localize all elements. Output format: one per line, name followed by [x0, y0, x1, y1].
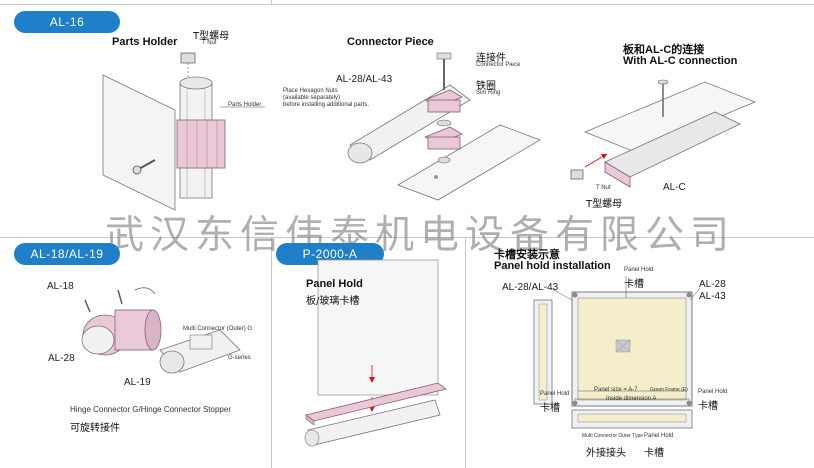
panel-hold-title-en: Panel Hold	[306, 278, 363, 290]
gseries-label: G-series	[228, 355, 251, 361]
section-badge-p2000: P-2000-A	[276, 243, 384, 265]
parts-holder-label: Parts Holder	[228, 102, 262, 108]
ph-right-zh: 卡槽	[698, 401, 718, 412]
install-model-left: AL-28/AL-43	[502, 282, 559, 293]
tnut-zh-label: T型螺母	[193, 31, 230, 42]
connector-piece-title: Connector Piece	[347, 36, 434, 48]
alc-title-en: With AL-C connection	[623, 55, 738, 67]
install-title-en: Panel hold installation	[494, 260, 611, 272]
connector-zh-label: 连接件	[476, 53, 506, 64]
panel-hold-title-zh: 板/玻璃卡槽	[306, 296, 360, 307]
al18-label: AL-18	[47, 281, 74, 292]
ph-bottom-zh: 卡槽	[644, 448, 664, 459]
divider-bottom-center	[465, 237, 466, 468]
alc-tnut-en: T Nut	[596, 185, 611, 191]
ph-top-zh: 卡槽	[624, 279, 644, 290]
install-model-right-1: AL-28	[699, 279, 726, 290]
alc-title-zh: 板和AL-C的连接	[623, 44, 705, 56]
green-frame-label: Green Frame (E)	[650, 387, 688, 393]
company-watermark: 武汉东信伟泰机电设备有限公司	[105, 213, 736, 258]
inside-dim-label: Inside dimension A	[606, 396, 657, 402]
connector-model-label: AL-28/AL-43	[336, 74, 393, 85]
multi-outer-label: Multi Connector Outer Type	[582, 433, 644, 439]
section-badge-al16: AL-16	[14, 11, 120, 33]
panel-size-label: Panel size = A-7	[594, 387, 638, 393]
al19-label: AL-19	[124, 377, 151, 388]
ph-top-en: Panel Hold	[624, 267, 654, 273]
alc-model-label: AL-C	[663, 182, 686, 193]
hinge-caption-zh: 可旋转接件	[70, 423, 120, 434]
ph-bottom-en: Panel Hold	[644, 433, 674, 439]
divider-top	[0, 4, 814, 5]
ph-right-en: Panel Hold	[698, 389, 728, 395]
ph-left-en: Panel Hold	[540, 391, 570, 397]
hexnut-note-3: before installing additional parts.	[283, 102, 370, 108]
multi-connector-label: Multi Connector (Outer) G	[183, 326, 253, 332]
al28-label: AL-28	[48, 353, 75, 364]
ph-left-zh: 卡槽	[540, 403, 560, 414]
ring-zh-label: 铁圈	[476, 81, 496, 92]
hexnut-note-2: (available separately)	[283, 95, 341, 101]
connector-en-label: Connector Piece	[476, 62, 521, 68]
ring-en-label: Sim Ring	[476, 90, 501, 96]
alc-tnut-zh: T型螺母	[586, 199, 623, 210]
tnut-en-label: T Nut	[202, 40, 217, 46]
hexnut-note-1: Place Hexagon Nuts	[283, 88, 338, 94]
divider-middle	[0, 237, 814, 238]
outer-zh-label: 外接接头	[586, 448, 626, 459]
hinge-caption-en: Hinge Connector G/Hinge Connector Stoppe…	[70, 405, 231, 414]
section-badge-al1819: AL-18/AL-19	[14, 243, 120, 265]
install-title-zh: 卡槽安装示意	[494, 249, 560, 261]
install-model-right-2: AL-43	[699, 291, 726, 302]
parts-holder-title: Parts Holder	[112, 36, 178, 48]
divider-top-center	[271, 0, 272, 4]
divider-bottom-left	[271, 237, 272, 468]
